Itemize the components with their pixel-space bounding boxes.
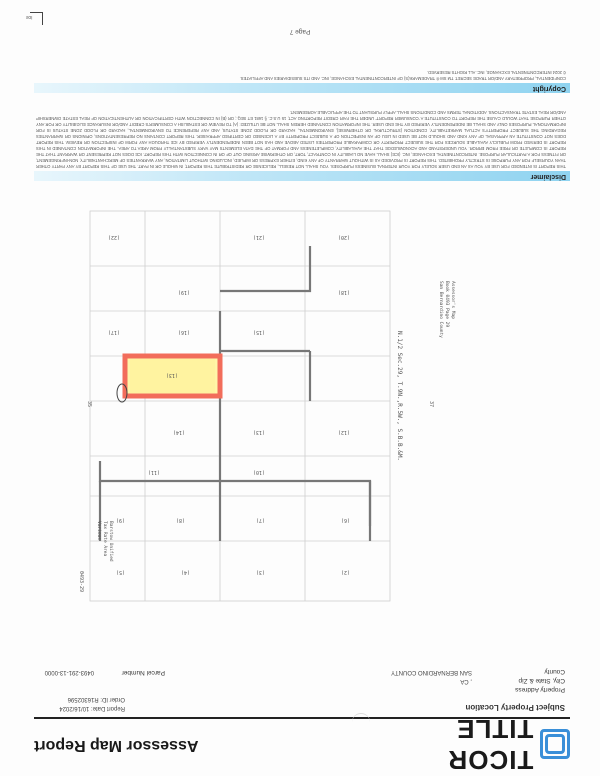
header-divider bbox=[34, 717, 570, 719]
svg-text:(7): (7) bbox=[256, 517, 265, 523]
svg-text:(8): (8) bbox=[176, 517, 185, 523]
order-id: R16302596 bbox=[67, 696, 99, 702]
svg-text:Assessor's Map: Assessor's Map bbox=[450, 281, 456, 319]
svg-text:(16): (16) bbox=[178, 329, 190, 335]
subject-property-heading: Subject Property Location bbox=[465, 703, 565, 712]
svg-text:(21): (21) bbox=[253, 234, 265, 240]
svg-text:San Bernardino County: San Bernardino County bbox=[438, 281, 444, 338]
section-caption: N.1/2 Sec.29, T.9N.,R.5W., S.B.B.&M. bbox=[396, 331, 403, 461]
property-address-label: Property Address bbox=[515, 686, 565, 693]
disclaimer-text: This report is intended for use by you a… bbox=[36, 110, 566, 169]
svg-text:(9): (9) bbox=[116, 517, 125, 523]
svg-text:(11): (11) bbox=[148, 469, 160, 475]
tax-district-caption: Barstow Unified Tax Rate Area Various bbox=[96, 521, 114, 562]
copyright-heading: Copyright bbox=[34, 83, 570, 93]
county-label: County bbox=[544, 668, 565, 675]
svg-text:Barstow Unified: Barstow Unified bbox=[108, 521, 114, 562]
report-meta: Report Date: 10/16/2024 Order ID: R16302… bbox=[35, 694, 125, 712]
parcel-number-label: Parcel Number bbox=[121, 669, 165, 676]
property-field-values: , CA SAN BERNARDINO COUNTY bbox=[391, 667, 472, 685]
svg-text:(6): (6) bbox=[341, 517, 350, 523]
property-field-labels: Property Address City, State & Zip Count… bbox=[515, 667, 565, 694]
report-title: Assessor Map Report bbox=[34, 737, 199, 754]
svg-text:(13): (13) bbox=[166, 372, 178, 378]
ticor-title-logo: TICOR TITLE bbox=[370, 714, 570, 775]
svg-text:(4): (4) bbox=[181, 569, 190, 575]
svg-text:Book 0493 Page 29: Book 0493 Page 29 bbox=[444, 281, 450, 327]
svg-text:Various: Various bbox=[96, 521, 102, 540]
copyright-line-1: Confidential, proprietary and/or trade s… bbox=[239, 76, 566, 81]
disclaimer-heading: Disclaimer bbox=[34, 171, 570, 181]
brand-name: TICOR TITLE bbox=[447, 714, 534, 775]
svg-text:(20): (20) bbox=[338, 234, 350, 240]
report-date: 10/16/2024 bbox=[59, 705, 90, 711]
assessor-book-caption: Assessor's Map Book 0493 Page 29 San Ber… bbox=[438, 281, 456, 338]
svg-text:35: 35 bbox=[86, 401, 92, 407]
map-reference: 0493-29 bbox=[78, 571, 84, 592]
parcel-map-drawing: (2) (3) (4) (5) (6) (7) (8) (9) (10) (11) (12) (… bbox=[78, 210, 456, 602]
report-date-label: Report Date: bbox=[90, 705, 125, 711]
corner-label: ice bbox=[26, 14, 33, 20]
copyright-text: Confidential, proprietary and/or trade s… bbox=[36, 69, 566, 81]
svg-text:(18): (18) bbox=[338, 289, 350, 295]
svg-text:(17): (17) bbox=[108, 329, 120, 335]
city-state-zip-value: , CA bbox=[460, 678, 472, 684]
svg-text:(22): (22) bbox=[108, 234, 120, 240]
svg-text:(19): (19) bbox=[178, 289, 190, 295]
assessor-parcel-map: (2) (3) (4) (5) (6) (7) (8) (9) (10) (11) (12) (… bbox=[70, 201, 490, 631]
parcel-number-value: 0493-291-13-0000 bbox=[44, 669, 94, 675]
svg-text:(13): (13) bbox=[253, 429, 265, 435]
county-value: SAN BERNARDINO COUNTY bbox=[390, 669, 472, 675]
svg-text:(2): (2) bbox=[341, 569, 350, 575]
scan-artifact bbox=[352, 713, 370, 724]
svg-text:(12): (12) bbox=[338, 429, 350, 435]
order-id-label: Order ID: bbox=[100, 696, 125, 702]
ticor-logo-icon bbox=[540, 729, 570, 759]
svg-text:(3): (3) bbox=[256, 569, 265, 575]
svg-text:(10): (10) bbox=[253, 469, 265, 475]
svg-text:Tax Rate Area: Tax Rate Area bbox=[102, 521, 108, 557]
svg-text:(5): (5) bbox=[116, 569, 125, 575]
city-state-zip-label: City, State & Zip bbox=[518, 677, 565, 684]
page-number: Page 7 bbox=[289, 28, 311, 35]
svg-text:37: 37 bbox=[428, 401, 434, 407]
svg-text:(15): (15) bbox=[253, 329, 265, 335]
svg-text:(14): (14) bbox=[173, 429, 185, 435]
